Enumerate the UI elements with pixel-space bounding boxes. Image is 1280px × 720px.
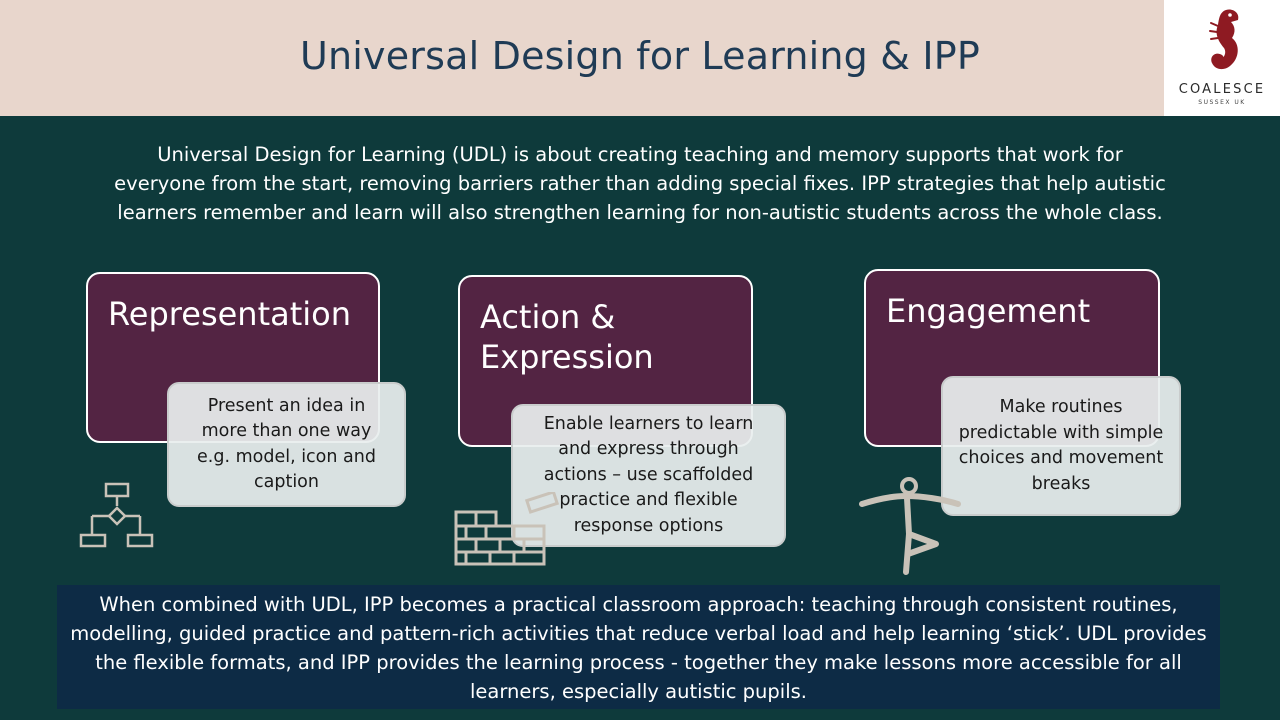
representation-note: Present an idea in more than one way e.g… [167,382,406,507]
action-expression-title: Action & Expression [480,298,654,376]
intro-paragraph: Universal Design for Learning (UDL) is a… [114,143,1166,224]
representation-note-line-2: e.g. model, icon and caption [197,446,376,493]
flowchart-icon [79,482,154,548]
engagement-note: Make routines predictable with simple ch… [941,376,1181,516]
seahorse-icon [1209,9,1239,70]
representation-note-line-1: Present an idea in more than one way [201,395,372,442]
brick-wall-icon [454,492,560,566]
engagement-title: Engagement [886,292,1091,330]
coalesce-logo: COALESCE SUSSEX UK [1164,0,1280,116]
action-expression-note: Enable learners to learn and express thr… [511,404,786,547]
logo-subtitle: SUSSEX UK [1198,99,1246,106]
footer-summary: When combined with UDL, IPP becomes a pr… [57,585,1220,709]
logo-name: COALESCE [1178,82,1266,97]
action-expression-card: Action & Expression [458,275,753,447]
representation-title: Representation [108,295,352,333]
header-banner: Universal Design for Learning & IPP [0,0,1280,116]
page-title: Universal Design for Learning & IPP [299,34,981,78]
balance-pose-icon [859,477,961,575]
